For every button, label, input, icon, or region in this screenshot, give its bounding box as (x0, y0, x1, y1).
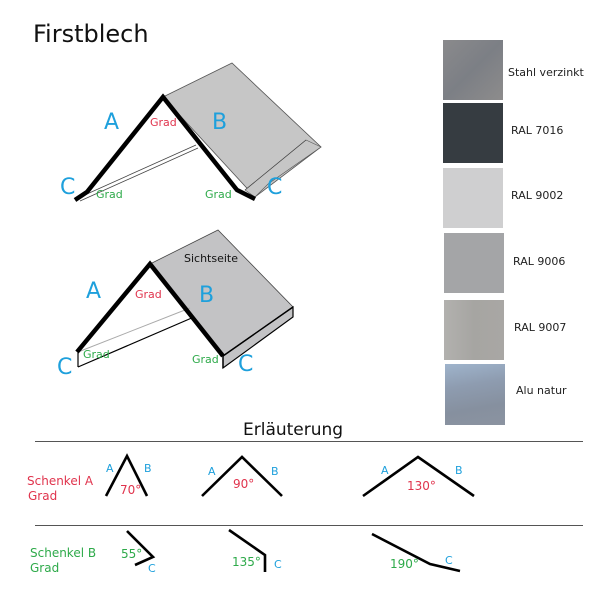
top-right-angle: Grad (205, 188, 232, 201)
bottom-label-b: B (199, 283, 215, 308)
page-title: Firstblech (33, 20, 149, 48)
top-left-angle: Grad (96, 188, 123, 201)
row-a-label-line1: Schenkel A (27, 474, 94, 488)
swatch-ral-9002 (443, 168, 503, 228)
ex130-angle: 130° (407, 479, 436, 493)
legend-divider-middle (35, 525, 583, 526)
bottom-left-angle: Grad (83, 348, 110, 361)
legend-heading: Erläuterung (243, 420, 344, 440)
ex55-c: C (148, 562, 156, 575)
bottom-ridge-drawing (75, 229, 294, 370)
top-label-c-left: C (60, 175, 76, 200)
ex190-c: C (445, 554, 453, 567)
top-label-b: B (212, 110, 228, 135)
swatch-alu-natur (445, 364, 505, 425)
swatch-ral-7016 (443, 103, 503, 163)
swatch-label: RAL 9002 (511, 189, 564, 202)
ex135-angle: 135° (232, 555, 261, 569)
example-130 (362, 455, 475, 498)
bottom-right-angle: Grad (192, 353, 219, 366)
top-apex-angle: Grad (150, 116, 177, 129)
swatch-label: RAL 7016 (511, 124, 564, 137)
bottom-label-c-left: C (57, 355, 73, 380)
ex130-a: A (381, 464, 389, 477)
ex90-angle: 90° (233, 477, 255, 491)
example-70 (104, 453, 149, 497)
example-55 (126, 530, 156, 567)
visible-side-label: Sichtseite (184, 252, 239, 265)
ex90-a: A (208, 465, 216, 478)
ex70-angle: 70° (120, 483, 142, 497)
swatch-label: Alu natur (516, 384, 567, 397)
row-b-label-line1: Schenkel B (30, 546, 97, 560)
swatch-label: RAL 9007 (514, 321, 567, 334)
bottom-label-c-right: C (238, 352, 254, 377)
top-ridge-drawing (73, 62, 322, 202)
swatch-ral-9006 (444, 233, 504, 293)
top-label-a: A (104, 110, 120, 135)
legend-divider-top (35, 441, 583, 442)
row-a-label-line2: Grad (28, 489, 58, 503)
bottom-apex-angle: Grad (135, 288, 162, 301)
example-135 (228, 528, 267, 572)
ex135-c: C (274, 558, 282, 571)
ex90-b: B (271, 465, 279, 478)
example-190 (371, 532, 461, 573)
ex55-angle: 55° (121, 547, 143, 561)
example-90 (201, 455, 283, 497)
top-label-c-right: C (267, 175, 283, 200)
ex70-a: A (106, 462, 114, 475)
swatch-stahl-verzinkt (443, 40, 503, 100)
swatch-label: Stahl verzinkt (508, 66, 584, 79)
row-b-label-line2: Grad (30, 561, 60, 575)
swatch-label: RAL 9006 (513, 255, 566, 268)
ex190-angle: 190° (390, 557, 419, 571)
ex70-b: B (144, 462, 152, 475)
bottom-label-a: A (86, 279, 102, 304)
swatch-ral-9007 (444, 300, 504, 360)
ex130-b: B (455, 464, 463, 477)
